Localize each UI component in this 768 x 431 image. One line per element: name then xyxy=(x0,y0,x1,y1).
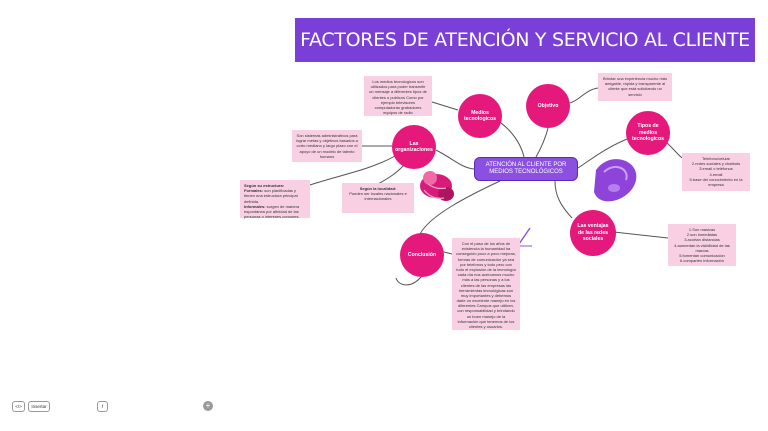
add-icon[interactable]: + xyxy=(203,401,213,411)
tipos-item: 4.email xyxy=(709,171,723,177)
note-objetivo[interactable]: Brindar una experiencia mucho más amigab… xyxy=(598,73,672,101)
node-organizaciones-label: Las organizaciones xyxy=(395,140,433,154)
node-conclusion-label: Conclusión xyxy=(407,251,437,258)
central-topic-line1: ATENCIÓN AL CLIENTE POR xyxy=(485,162,567,169)
ventajas-item: 3.acortan distancias xyxy=(684,237,720,243)
informales-label: Informales: xyxy=(244,203,266,209)
tipos-item: 2.redes sociales y chatbots xyxy=(691,161,741,167)
node-tipos-medios[interactable]: Tipos de medios tecnologicos xyxy=(626,111,670,155)
page-title: FACTORES DE ATENCIÓN Y SERVICIO AL CLIEN… xyxy=(295,18,755,62)
pink-blob-image xyxy=(420,171,454,201)
ventajas-item: 5.fomentan comunicación xyxy=(679,252,725,258)
connector-objetivo xyxy=(535,127,549,158)
embed-button[interactable]: </> xyxy=(12,401,25,412)
formales-text: son planificadas y tienen una estructura… xyxy=(244,188,298,204)
connector-conclusion-loop xyxy=(395,275,423,286)
connector-conclusion-note xyxy=(443,251,453,255)
node-conclusion[interactable]: Conclusión xyxy=(400,233,444,277)
node-objetivo-label: Objetivo xyxy=(537,102,559,109)
connector-localidad xyxy=(377,163,406,185)
node-ventajas-redes[interactable]: Las ventajas de las redes sociales xyxy=(570,210,616,256)
node-tipos-label: Tipos de medios tecnologicos xyxy=(632,123,664,143)
connector-tipos xyxy=(577,137,631,169)
note-conclusion[interactable]: Con el paso de los años de existencia la… xyxy=(452,238,520,330)
node-medios-tecnologicos[interactable]: Medios tecnologicos xyxy=(458,94,502,138)
localidad-text: Pueden ser locales nacionales e internac… xyxy=(349,191,407,202)
connector-ventajas xyxy=(554,180,573,219)
connector-organizaciones xyxy=(435,149,475,170)
note-tipos[interactable]: Telefono/celular 2.redes sociales y chat… xyxy=(682,153,750,191)
tipos-item: Telefono/celular xyxy=(701,156,731,161)
connector-medios-note xyxy=(431,101,459,111)
tipos-item: 5.base del conocimiento en la empresa xyxy=(689,176,743,187)
tipos-item: 3.email o teléfonos xyxy=(699,166,733,172)
insert-button[interactable]: Insertar xyxy=(28,401,50,412)
ventajas-item: 1.Son masivas xyxy=(688,227,716,232)
note-estructura[interactable]: Según su estructura: Formales: son plani… xyxy=(240,180,310,220)
note-organizaciones[interactable]: Son sistemas administrativos para lograr… xyxy=(292,130,362,162)
formales-label: Formales: xyxy=(244,188,264,194)
connector-estructura xyxy=(309,155,396,186)
purple-blob-image xyxy=(594,159,637,202)
informales-text: surgen de manera espontánea por afinidad… xyxy=(244,203,300,220)
node-medios-label: Medios tecnologicos xyxy=(464,109,496,123)
central-topic-line2: MEDIOS TECNOLÓGICOS xyxy=(489,169,563,175)
facebook-icon[interactable]: f xyxy=(97,401,108,412)
node-ventajas-label: Las ventajas de las redes sociales xyxy=(577,223,609,243)
localidad-label: Según la localidad: xyxy=(359,186,397,191)
central-topic[interactable]: ATENCIÓN AL CLIENTE POR MEDIOS TECNOLÓGI… xyxy=(474,157,578,181)
ventajas-item: 6.comparten información xyxy=(679,258,725,264)
node-organizaciones[interactable]: Las organizaciones xyxy=(392,125,436,169)
note-medios[interactable]: Los medios tecnologicos son utilizados p… xyxy=(364,76,432,116)
ventajas-item: 2.son inmediatas xyxy=(686,232,718,238)
connector-objetivo-note xyxy=(569,87,599,104)
ventajas-item: 4.aumentan la visibilidad de las marcas xyxy=(674,242,730,253)
connector-conclusion xyxy=(419,180,501,235)
note-ventajas[interactable]: 1.Son masivas 2.son inmediatas 3.acortan… xyxy=(668,224,736,266)
node-objetivo[interactable]: Objetivo xyxy=(526,84,570,128)
note-localidad[interactable]: Según la localidad: Pueden ser locales n… xyxy=(342,183,414,213)
connector-ventajas-note xyxy=(613,231,669,239)
estructura-label: Según su estructura: xyxy=(244,183,285,188)
